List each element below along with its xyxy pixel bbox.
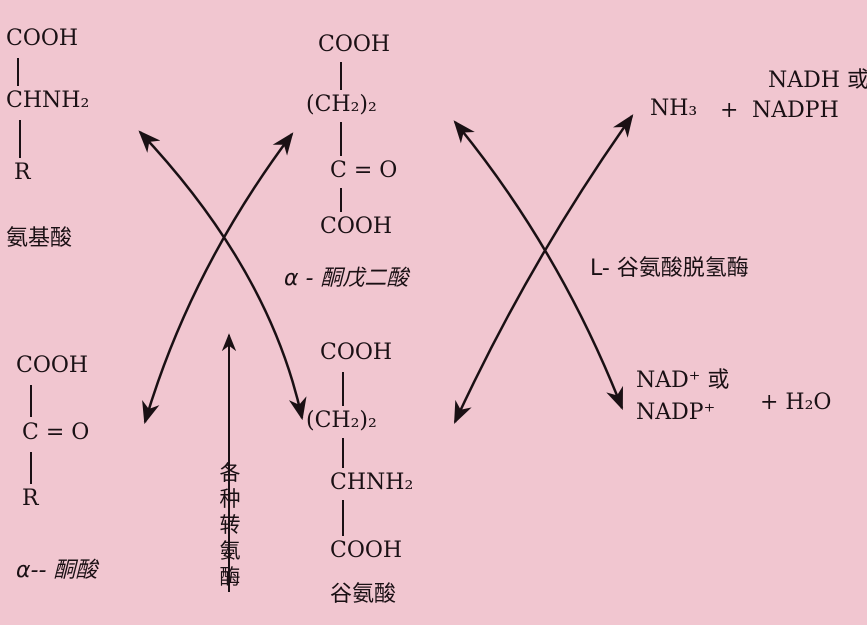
nadp: NADP⁺ — [636, 400, 716, 425]
bond — [30, 452, 32, 484]
char: 转 — [219, 513, 241, 537]
dehydrogenase-label: L- 谷氨酸脱氢酶 — [590, 256, 749, 281]
plus: + — [720, 98, 739, 123]
akg-cooh-top: COOH — [318, 32, 391, 57]
glu-ch2: (CH₂)₂ — [306, 408, 377, 433]
bond — [19, 120, 21, 158]
keto-acid-co: C = O — [22, 420, 90, 445]
bond — [30, 385, 32, 417]
bond — [17, 58, 19, 86]
glu-chnh2: CHNH₂ — [330, 470, 414, 495]
char: 各 — [219, 461, 241, 485]
transaminase-label: 各 种 转 氨 酶 — [218, 460, 242, 590]
amino-acid-label: 氨基酸 — [6, 226, 73, 251]
amino-acid-chnh2: CHNH₂ — [6, 88, 90, 113]
water: + H₂O — [760, 390, 832, 415]
akg-cooh-bottom: COOH — [320, 214, 393, 239]
bond — [340, 62, 342, 90]
transamination-arc-1 — [138, 130, 307, 421]
keto-acid-cooh: COOH — [16, 353, 89, 378]
akg-ch2: (CH₂)₂ — [306, 92, 377, 117]
char: 氨 — [219, 539, 241, 563]
amino-acid-r: R — [14, 160, 31, 185]
keto-acid-r: R — [22, 486, 39, 511]
char: 酶 — [219, 565, 241, 589]
glu-cooh-top: COOH — [320, 340, 393, 365]
bond — [342, 372, 344, 406]
nh3: NH₃ — [650, 96, 698, 121]
transamination-arc-2 — [142, 132, 294, 425]
glu-cooh-bottom: COOH — [330, 538, 403, 563]
char: 种 — [219, 487, 241, 511]
nadh: NADH 或 — [768, 68, 867, 93]
keto-acid-label: α-- 酮酸 — [16, 558, 98, 583]
nadph: NADPH — [752, 98, 839, 123]
bond — [342, 438, 344, 468]
bond — [340, 122, 342, 156]
glu-label: 谷氨酸 — [330, 582, 397, 607]
amino-acid-cooh: COOH — [6, 26, 79, 51]
akg-co: C = O — [330, 158, 398, 183]
dehydrogenase-arc-2 — [453, 114, 634, 425]
bond — [342, 500, 344, 536]
akg-label: α - 酮戊二酸 — [284, 266, 409, 291]
nad: NAD⁺ 或 — [636, 368, 730, 393]
bond — [340, 188, 342, 212]
